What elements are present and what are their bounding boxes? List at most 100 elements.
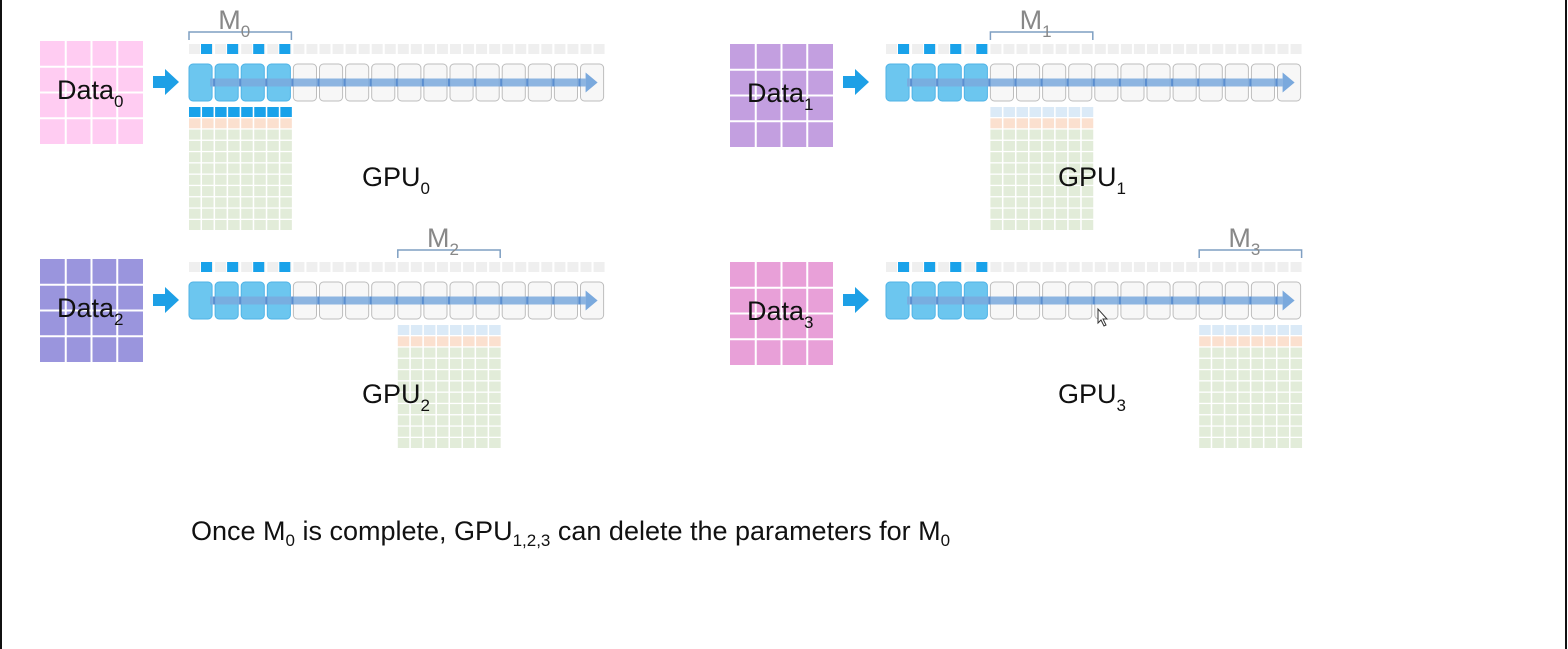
param-cell bbox=[1290, 381, 1303, 392]
param-strip-cell bbox=[580, 44, 592, 54]
param-strip-cell bbox=[1199, 44, 1211, 54]
param-cell bbox=[1029, 118, 1042, 129]
param-cell bbox=[1212, 381, 1224, 392]
param-strip-cell bbox=[345, 262, 357, 272]
param-strip-cell bbox=[1290, 44, 1302, 54]
input-arrow-gpu0 bbox=[153, 69, 179, 95]
param-strip-cell bbox=[319, 262, 331, 272]
param-cell bbox=[1225, 358, 1237, 369]
param-cell bbox=[280, 220, 292, 230]
forward-arrow-head-gpu0 bbox=[585, 72, 598, 93]
param-cell bbox=[397, 325, 410, 335]
param-cell bbox=[397, 370, 410, 381]
model-label-gpu3: M3 bbox=[1228, 223, 1260, 259]
param-cell bbox=[1264, 438, 1276, 448]
param-cell bbox=[489, 336, 501, 347]
forward-arrow-tick bbox=[239, 296, 242, 305]
param-cell bbox=[241, 107, 253, 117]
forward-arrow-tick bbox=[395, 78, 398, 87]
param-strip-cell bbox=[423, 262, 435, 272]
param-cell bbox=[189, 107, 201, 117]
param-cell bbox=[489, 381, 501, 392]
param-cell bbox=[254, 140, 266, 151]
param-cell bbox=[436, 415, 449, 426]
param-strip-cell bbox=[1094, 44, 1106, 54]
model-bracket-gpu3 bbox=[1198, 249, 1303, 258]
param-cell bbox=[1081, 197, 1094, 208]
param-cell bbox=[1238, 392, 1250, 403]
param-cell bbox=[254, 118, 266, 129]
param-cell bbox=[1251, 438, 1263, 448]
param-strip-marker bbox=[976, 44, 988, 54]
param-cell bbox=[228, 140, 240, 151]
forward-arrow-tick bbox=[1092, 78, 1095, 87]
param-cell bbox=[254, 129, 266, 140]
param-cell bbox=[489, 325, 501, 335]
param-cell bbox=[189, 152, 201, 163]
param-cell bbox=[1277, 392, 1289, 403]
forward-arrow-tick bbox=[936, 78, 939, 87]
forward-arrow-tick bbox=[1014, 296, 1017, 305]
param-cell bbox=[1199, 358, 1211, 369]
param-strip-cell bbox=[306, 44, 318, 54]
param-cell bbox=[397, 347, 410, 358]
param-cell bbox=[1029, 107, 1042, 117]
param-cell bbox=[1277, 438, 1289, 448]
param-cell bbox=[450, 381, 462, 392]
param-cell bbox=[254, 107, 266, 117]
model-bracket-gpu1 bbox=[989, 31, 1094, 40]
param-cell bbox=[1081, 118, 1094, 129]
forward-arrow-tick bbox=[291, 78, 294, 87]
param-cell bbox=[215, 107, 227, 117]
data-label-gpu1: Data1 bbox=[747, 78, 814, 114]
param-cell bbox=[267, 163, 279, 174]
param-strip-cell bbox=[912, 44, 924, 54]
param-strip-marker bbox=[201, 44, 212, 54]
input-arrow-gpu2 bbox=[153, 287, 179, 313]
param-strip-cell bbox=[450, 44, 461, 54]
param-cell bbox=[1225, 426, 1237, 437]
param-cell bbox=[397, 336, 410, 347]
param-strip-cell bbox=[1290, 262, 1302, 272]
param-cell bbox=[450, 358, 462, 369]
param-cell bbox=[1290, 426, 1303, 437]
param-strip-cell bbox=[528, 262, 540, 272]
param-strip-cell bbox=[410, 262, 422, 272]
param-cell bbox=[1199, 392, 1211, 403]
param-cell bbox=[1029, 220, 1042, 230]
param-cell bbox=[423, 438, 436, 448]
param-cell bbox=[1264, 381, 1276, 392]
param-cell bbox=[990, 107, 1002, 117]
param-cell bbox=[1199, 415, 1211, 426]
param-cell bbox=[1277, 347, 1289, 358]
param-strip-cell bbox=[1016, 262, 1028, 272]
param-cell bbox=[254, 152, 266, 163]
param-cell bbox=[423, 381, 436, 392]
param-cell bbox=[1212, 347, 1224, 358]
param-cell bbox=[241, 140, 253, 151]
param-cell bbox=[1212, 438, 1224, 448]
param-cell bbox=[410, 381, 423, 392]
param-cell bbox=[423, 358, 436, 369]
param-cell bbox=[1251, 336, 1263, 347]
param-cell bbox=[267, 107, 279, 117]
param-strip-cell bbox=[1055, 262, 1067, 272]
forward-arrow-tick bbox=[369, 296, 372, 305]
param-cell bbox=[489, 415, 501, 426]
param-cell bbox=[1225, 381, 1237, 392]
param-strip-cell bbox=[886, 44, 897, 54]
param-cell bbox=[1225, 415, 1237, 426]
param-cell bbox=[280, 107, 292, 117]
param-cell bbox=[463, 381, 475, 392]
param-cell bbox=[1068, 197, 1081, 208]
param-cell bbox=[202, 152, 214, 163]
forward-arrow-tick bbox=[1275, 296, 1278, 305]
param-cell bbox=[1016, 107, 1028, 117]
param-cell bbox=[1212, 392, 1224, 403]
param-cell bbox=[1003, 220, 1015, 230]
param-cell bbox=[267, 220, 279, 230]
param-cell bbox=[463, 438, 475, 448]
param-cell bbox=[1264, 325, 1276, 335]
param-cell bbox=[202, 163, 214, 174]
param-cell bbox=[1264, 347, 1276, 358]
